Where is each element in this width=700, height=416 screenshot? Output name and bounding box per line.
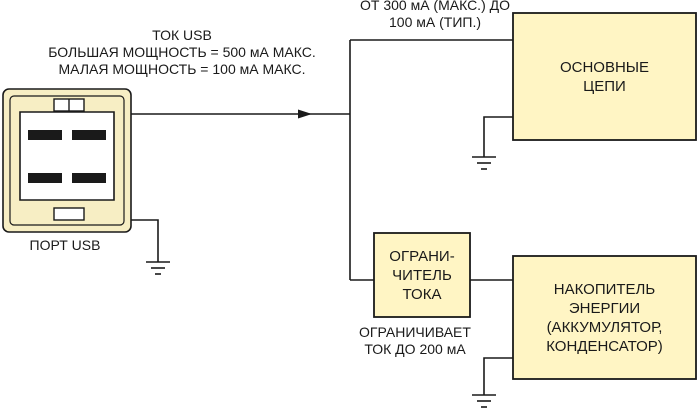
ground-icon bbox=[472, 394, 496, 408]
energy-storage-text: НАКОПИТЕЛЬ ЭНЕРГИИ (АККУМУЛЯТОР, КОНДЕНС… bbox=[546, 280, 663, 355]
current-limiter-text: ОГРАНИ- ЧИТЕЛЬ ТОКА bbox=[389, 247, 455, 303]
ground-icon bbox=[472, 156, 496, 170]
current-arrow-icon bbox=[298, 109, 312, 119]
main-current-label: ОТ 300 мА (МАКС.) ДО 100 мА (ТИП.) bbox=[359, 0, 510, 30]
main-circuits-text: ОСНОВНЫЕ ЦЕПИ bbox=[559, 58, 650, 95]
wire-port-to-ground bbox=[131, 219, 159, 262]
wires bbox=[131, 39, 513, 395]
main-circuits-box bbox=[512, 12, 697, 141]
usb-port-icon bbox=[2, 88, 132, 233]
usb-port-label: ПОРТ USB bbox=[29, 237, 101, 253]
limit-note-label: ОГРАНИЧИВАЕТ ТОК ДО 200 мА bbox=[359, 324, 471, 357]
wire-storage-to-ground bbox=[483, 357, 513, 395]
energy-storage-box bbox=[512, 255, 697, 380]
usb-current-label: ТОК USB БОЛЬШАЯ МОЩНОСТЬ = 500 мА МАКС. … bbox=[48, 27, 316, 77]
ground-icon bbox=[146, 261, 170, 275]
wire-main-to-ground bbox=[483, 116, 513, 157]
current-limiter-box bbox=[373, 232, 471, 318]
